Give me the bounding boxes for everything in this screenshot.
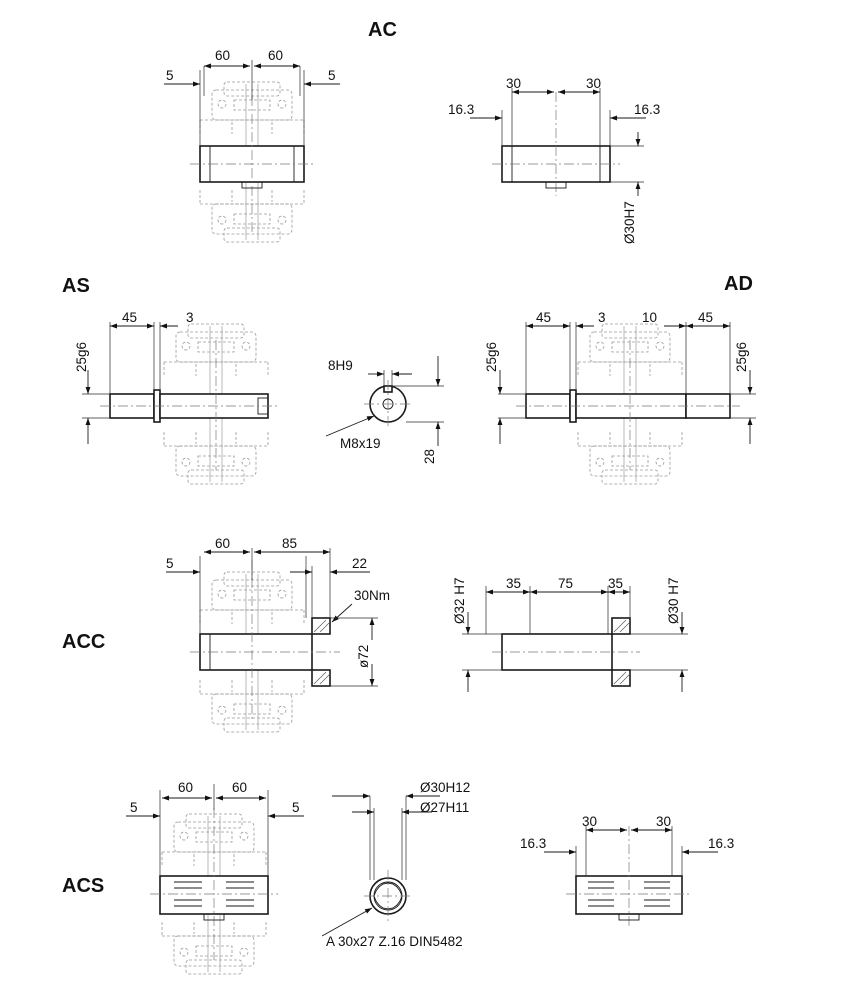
dim-ac-left-5a: 5: [166, 68, 174, 83]
dim-ad-45b: 45: [698, 310, 713, 325]
dim-as-3: 3: [186, 310, 194, 325]
as-shaft-view: 45 3 25g6: [74, 310, 278, 485]
dim-ac-left-60b: 60: [268, 48, 283, 63]
dim-ad-dia-right: 25g6: [734, 342, 749, 372]
dim-acs-left-60b: 60: [232, 780, 247, 795]
dim-acs-right-16b: 16.3: [708, 836, 734, 851]
ac-left-view: 5 60 60 5: [164, 48, 340, 243]
dim-as-key-height: 28: [422, 449, 437, 464]
section-title-acs: ACS: [62, 875, 104, 897]
dim-ac-right-16a: 16.3: [448, 102, 474, 117]
dim-ac-right-30b: 30: [586, 76, 601, 91]
dim-acc-right-35b: 35: [608, 576, 623, 591]
dim-acc-left-5: 5: [166, 556, 174, 571]
acc-left-view: 5 60 85 22 30Nm ø72: [166, 536, 390, 733]
dim-ad-3: 3: [598, 310, 606, 325]
ad-shaft-view: 45 3 10 45 25g6 25g6: [484, 310, 756, 485]
dim-acs-left-5b: 5: [292, 800, 300, 815]
dim-acc-bore-left: Ø32 H7: [452, 577, 467, 624]
section-title-as: AS: [62, 275, 90, 297]
section-title-acc: ACC: [62, 631, 105, 653]
dim-ac-right-16b: 16.3: [634, 102, 660, 117]
dim-acs-inner: Ø27H11: [420, 800, 469, 815]
dim-as-thread: M8x19: [340, 436, 381, 451]
dim-acc-left-60: 60: [215, 536, 230, 551]
as-section-view: 8H9 28 M8x19: [325, 356, 444, 464]
section-title-ad: AD: [724, 273, 753, 295]
dim-acc-left-22: 22: [352, 556, 367, 571]
dim-acs-outer: Ø30H12: [420, 780, 470, 795]
acs-right-view: 30 30 16.3 16.3: [520, 814, 734, 926]
dim-ac-left-60a: 60: [215, 48, 230, 63]
acc-right-view: 35 75 35 Ø32 H7 Ø30 H7: [452, 576, 688, 692]
section-title-ac: AC: [368, 19, 397, 41]
dim-ad-45a: 45: [536, 310, 551, 325]
dim-acs-left-5a: 5: [130, 800, 138, 815]
dim-acc-right-75: 75: [558, 576, 573, 591]
dim-ad-10: 10: [642, 310, 657, 325]
dim-acs-left-60a: 60: [178, 780, 193, 795]
dim-acc-outer: ø72: [356, 645, 371, 668]
dim-as-45: 45: [122, 310, 137, 325]
dim-ac-left-5b: 5: [328, 68, 336, 83]
acs-spline-view: Ø30H12 Ø27H11 A 30x27 Z.16 DIN5482: [321, 780, 470, 949]
dim-as-key: 8H9: [328, 358, 353, 373]
dim-acs-right-30a: 30: [582, 814, 597, 829]
dim-acs-right-30b: 30: [656, 814, 671, 829]
dim-acc-torque: 30Nm: [354, 588, 390, 603]
dim-acc-bore-right: Ø30 H7: [666, 577, 681, 624]
dim-ac-right-30a: 30: [506, 76, 521, 91]
dim-acc-left-85: 85: [282, 536, 297, 551]
dim-ad-dia-left: 25g6: [484, 342, 499, 372]
dim-as-dia: 25g6: [74, 342, 89, 372]
dim-acs-spline: A 30x27 Z.16 DIN5482: [326, 934, 463, 949]
ac-right-view: 30 30 16.3 16.3 Ø30H7: [448, 76, 660, 244]
dim-ac-bore: Ø30H7: [622, 201, 637, 244]
dim-acc-right-35a: 35: [506, 576, 521, 591]
acs-left-view: 5 60 60 5: [126, 780, 304, 975]
dim-acs-right-16a: 16.3: [520, 836, 546, 851]
